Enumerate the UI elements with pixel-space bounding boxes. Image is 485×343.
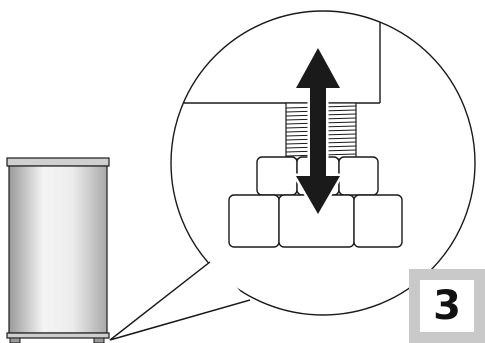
- spacer-block: [256, 156, 298, 196]
- spacer-block: [228, 194, 280, 248]
- fridge-base: [6, 332, 110, 339]
- refrigerator-icon: [6, 157, 110, 343]
- spacer-block: [338, 156, 379, 196]
- fridge-top: [6, 157, 110, 167]
- step-badge: 3: [409, 269, 485, 343]
- magnified-detail: [171, 11, 403, 248]
- fridge-foot-right: [93, 337, 105, 343]
- step-badge-inner: 3: [420, 280, 474, 332]
- step-number: 3: [433, 283, 461, 329]
- fridge-body: [8, 165, 108, 334]
- up-down-arrow-icon: [293, 45, 343, 217]
- spacer-block: [353, 194, 403, 248]
- fridge-foot-left: [9, 337, 21, 343]
